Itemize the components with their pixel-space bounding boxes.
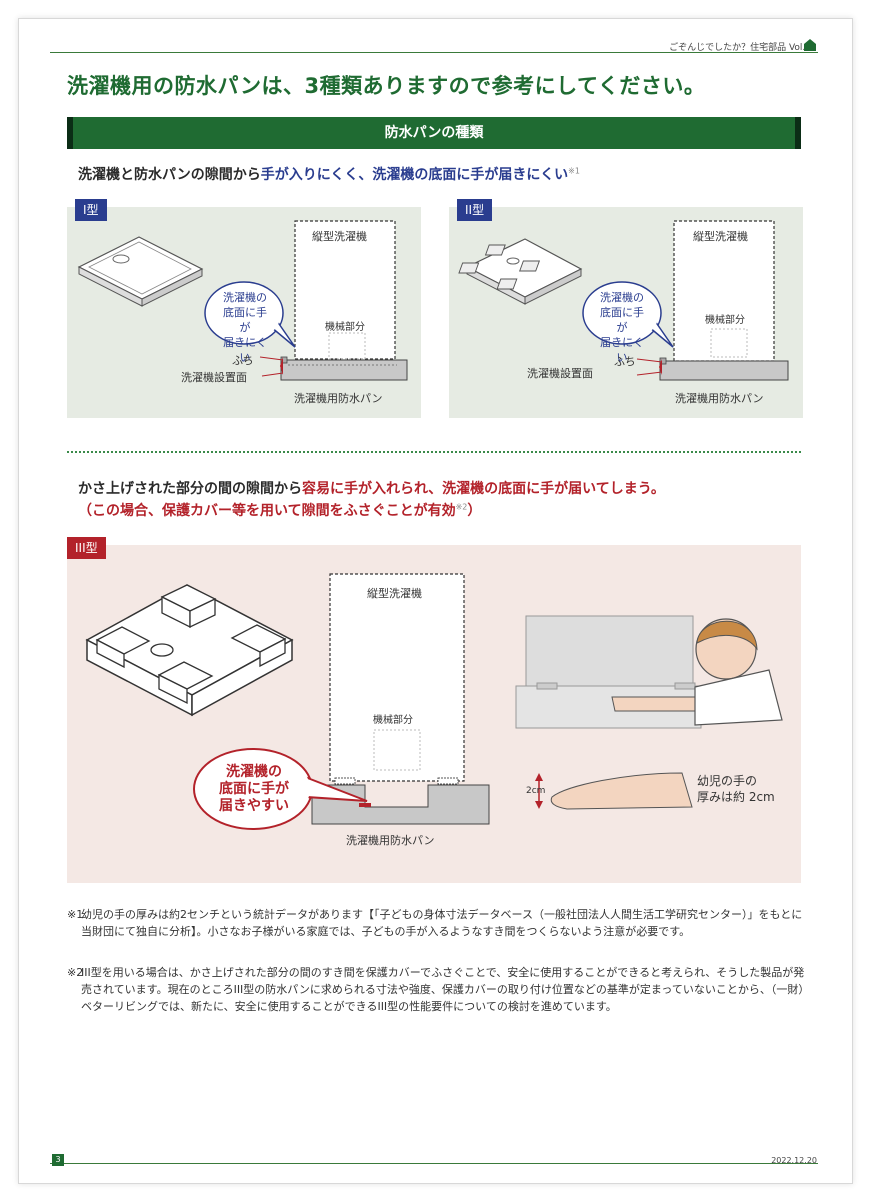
section-bar: 防水パンの種類	[67, 117, 801, 149]
type2-bubble-line: 底面に手が	[600, 306, 644, 334]
group1-lead: 洗濯機と防水パンの隙間から手が入りにくく、洗濯機の底面に手が届きにくい※1	[78, 164, 580, 184]
footnote-text: III型を用いる場合は、かさ上げされた部分の間のすき間を保護カバーでふさぐことで…	[81, 966, 805, 1013]
group2-lead-emph: 容易に手が入れられ、洗濯機の底面に手が届いてしまう。	[302, 481, 665, 497]
type1-surface-label: 洗濯機設置面	[181, 371, 247, 384]
footer-rule	[50, 1163, 818, 1164]
page-title: 洗濯機用の防水パンは、3種類ありますので参考にしてください。	[67, 74, 706, 98]
type2-tag: II型	[457, 199, 493, 221]
group2-lead2: （この場合、保護カバー等を用いて隙間をふさぐことが有効※2）	[78, 500, 481, 520]
page-frame	[18, 18, 853, 1184]
type1-rim-label: ふち	[232, 354, 254, 367]
type3-bubble-line: 洗濯機の	[226, 764, 282, 780]
group2-lead-plain: かさ上げされた部分の間の隙間から	[78, 481, 302, 497]
section-divider	[67, 451, 801, 453]
group2-lead2-note: ※2	[455, 502, 468, 512]
type1-tag: I型	[75, 199, 107, 221]
page-number: 3	[52, 1154, 64, 1166]
type2-rim-label: ふち	[614, 355, 636, 368]
hand-caption: 幼児の手の 厚みは約 2cm	[697, 773, 775, 805]
type1-bubble: 洗濯機の 底面に手が 届きにくい	[218, 290, 272, 365]
type1-bubble-line: 洗濯機の	[223, 291, 267, 304]
type2-bubble-line: 届きにくい	[600, 336, 644, 364]
type2-washer-label: 縦型洗濯機	[693, 230, 748, 243]
type2-bubble-line: 洗濯機の	[600, 291, 644, 304]
type1-illustration	[77, 220, 408, 381]
hand-caption-line: 幼児の手の	[697, 774, 758, 788]
hand-caption-line: 厚みは約 2cm	[697, 790, 775, 804]
type2-pan-label: 洗濯機用防水パン	[675, 392, 764, 405]
type1-bubble-line: 届きにくい	[223, 336, 267, 364]
type3-tag: III型	[67, 537, 106, 559]
type3-pan-label: 洗濯機用防水パン	[346, 834, 435, 847]
group1-lead-emph: 手が入りにくく、洗濯機の底面に手が届きにくい	[260, 167, 569, 183]
series-title: ごぞんじでしたか？住宅部品 Vol.1	[669, 43, 811, 53]
group1-lead-note: ※1	[568, 166, 580, 176]
group2-lead2-close: ）	[467, 503, 482, 519]
type3-bubble-line: 届きやすい	[219, 798, 289, 814]
type1-pan-label: 洗濯機用防水パン	[294, 392, 383, 405]
type1-bubble-line: 底面に手が	[223, 306, 267, 334]
footnote-mark: ※1	[67, 908, 84, 921]
type2-bubble: 洗濯機の 底面に手が 届きにくい	[595, 290, 649, 365]
header-rule	[50, 52, 818, 53]
type1-washer-label: 縦型洗濯機	[312, 230, 367, 243]
type2-illustration	[458, 220, 789, 381]
footnote-text: 幼児の手の厚みは約2センチという統計データがあります【「子どもの身体寸法データベ…	[81, 908, 803, 938]
type3-bubble-line: 底面に手が	[219, 781, 289, 797]
type3-bubble: 洗濯機の 底面に手が 届きやすい	[192, 764, 316, 815]
type3-illustration	[85, 573, 783, 830]
group2-lead: かさ上げされた部分の間の隙間から容易に手が入れられ、洗濯機の底面に手が届いてしま…	[78, 478, 665, 498]
publish-date: 2022.12.20	[771, 1156, 817, 1165]
type3-machine-label: 機械部分	[373, 715, 413, 726]
footnote-1: ※1 幼児の手の厚みは約2センチという統計データがあります【「子どもの身体寸法デ…	[67, 906, 805, 940]
hand-size-label: 2cm	[526, 786, 546, 796]
group1-lead-plain: 洗濯機と防水パンの隙間から	[78, 167, 261, 183]
type1-machine-label: 機械部分	[325, 322, 365, 333]
footnote-2: ※2 III型を用いる場合は、かさ上げされた部分の間のすき間を保護カバーでふさぐ…	[67, 964, 805, 1015]
house-icon	[804, 39, 816, 51]
type2-machine-label: 機械部分	[705, 315, 745, 326]
type3-washer-label: 縦型洗濯機	[367, 587, 422, 600]
group2-lead2-text: （この場合、保護カバー等を用いて隙間をふさぐことが有効	[78, 503, 456, 519]
type2-surface-label: 洗濯機設置面	[527, 367, 593, 380]
footnote-mark: ※2	[67, 966, 84, 979]
